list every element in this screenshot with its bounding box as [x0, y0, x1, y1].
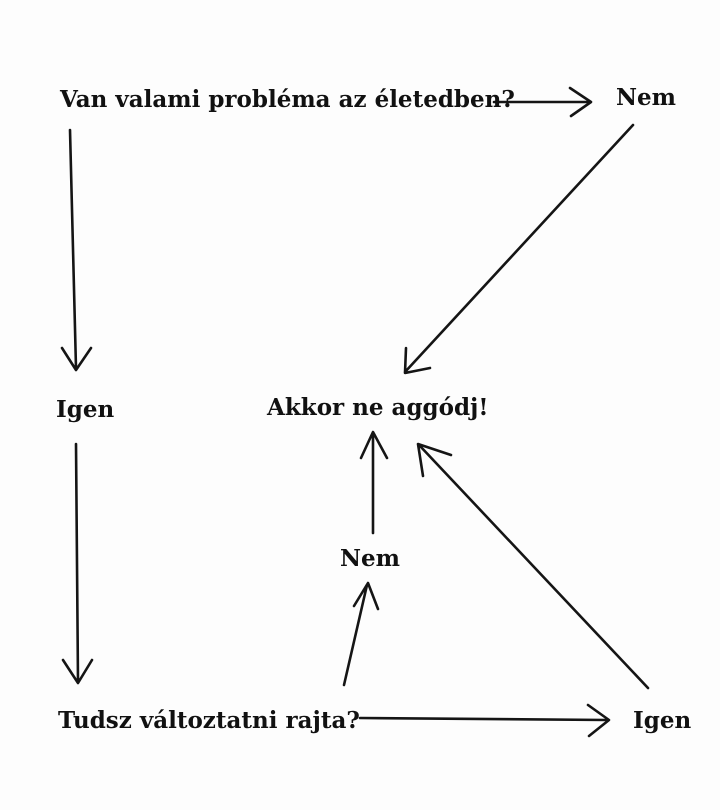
arrow-no-top-to-dont-worry [403, 123, 635, 375]
arrow-question-to-yes-left [60, 128, 93, 372]
arrow-yes-right-to-dont-worry [416, 442, 650, 690]
arrow-yes-left-to-can-change [61, 442, 94, 685]
arrow-can-change-to-no-mid [342, 581, 380, 687]
node-yes-right: Igen [633, 707, 692, 734]
node-no-mid: Nem [340, 545, 400, 572]
node-no-top: Nem [616, 84, 676, 111]
arrow-question-to-no-top [492, 86, 593, 118]
arrow-no-mid-to-dont-worry [359, 430, 389, 535]
node-question: Van valami probléma az életedben? [60, 86, 515, 113]
arrow-can-change-to-yes-right [358, 703, 611, 738]
node-yes-left: Igen [56, 396, 115, 423]
node-can-change: Tudsz változtatni rajta? [58, 707, 360, 734]
node-dont-worry: Akkor ne aggódj! [267, 394, 489, 421]
